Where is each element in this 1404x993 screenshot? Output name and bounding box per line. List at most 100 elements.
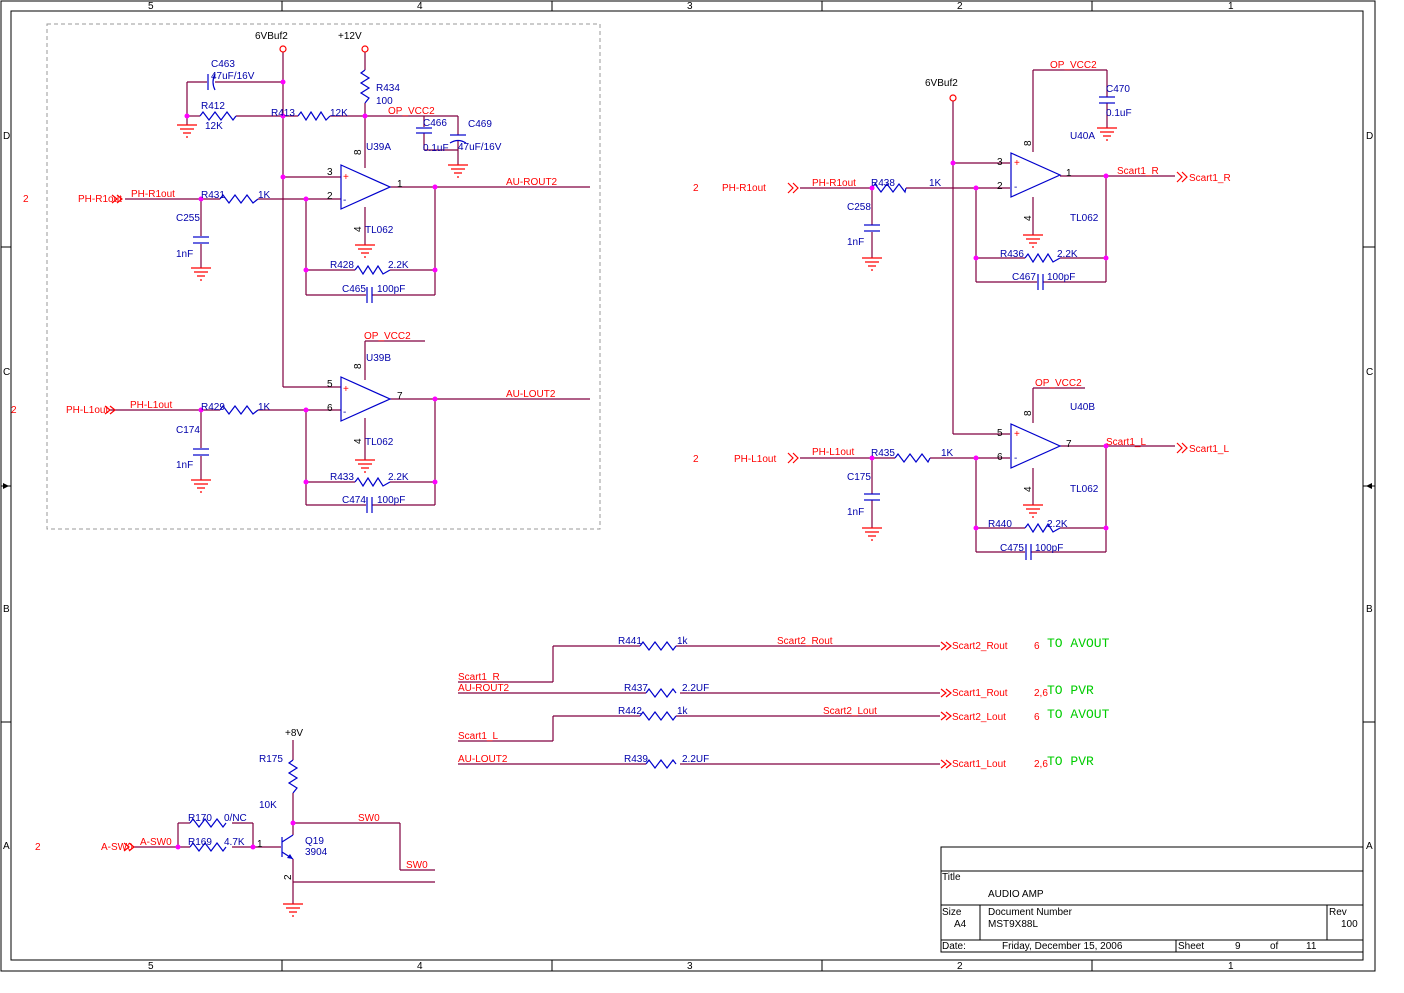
part-ref: U39A	[366, 142, 391, 153]
pin-number: 4	[353, 438, 364, 444]
sheet-total: 11	[1306, 941, 1317, 952]
sheet-ref: 6	[1034, 641, 1040, 652]
net-label: Scart1_R	[458, 672, 500, 683]
sheet-number: 9	[1235, 941, 1241, 952]
port-out-icon	[1176, 442, 1188, 454]
power-pin-icon	[361, 45, 369, 53]
svg-text:-: -	[1014, 453, 1017, 464]
part-ref: R435	[871, 448, 895, 459]
sheet-ref: 6	[1034, 712, 1040, 723]
net-label: PH-R1out	[131, 189, 175, 200]
net-label: Scart1_L	[1106, 437, 1146, 448]
part-ref: C255	[176, 213, 200, 224]
svg-text:+: +	[343, 172, 349, 183]
part-value: TL062	[365, 437, 394, 448]
note-label: TO AVOUT	[1047, 707, 1110, 722]
net-label: AU-ROUT2	[458, 683, 510, 694]
part-value: 2.2K	[1057, 249, 1078, 260]
part-ref: R175	[259, 754, 283, 765]
part-ref: R170	[188, 813, 212, 824]
rail-label: +8V	[285, 728, 303, 739]
part-value: 4.7K	[224, 837, 245, 848]
size-label: Size	[942, 907, 962, 918]
note-label: TO PVR	[1047, 754, 1094, 769]
part-ref: R413	[271, 108, 295, 119]
date-value: Friday, December 15, 2006	[1002, 941, 1123, 952]
part-value: 1k	[677, 706, 689, 717]
part-ref: R431	[201, 190, 225, 201]
part-value: 2.2UF	[682, 683, 709, 694]
resistors-right	[871, 183, 1061, 534]
port-label: PH-R1out	[722, 183, 766, 194]
part-ref: R437	[624, 683, 648, 694]
net-label: Scart1_L	[458, 731, 498, 742]
capacitors-left	[193, 73, 467, 513]
part-ref: C475	[1000, 543, 1024, 554]
part-value: 100pF	[1047, 272, 1075, 283]
part-ref: C463	[211, 59, 235, 70]
port-label: A-SW0	[101, 842, 133, 853]
part-value: 2.2K	[1047, 519, 1068, 530]
part-value: 47uF/16V	[211, 71, 255, 82]
port-label: Scart2_Rout	[952, 641, 1008, 652]
part-ref: C469	[468, 119, 492, 130]
pin-number: 2	[283, 874, 294, 880]
ground-symbols-right	[862, 127, 1117, 541]
border-col-label: 3	[687, 961, 693, 972]
ground-symbols-left	[177, 124, 468, 493]
border-col-label: 1	[1228, 961, 1234, 972]
sheet-ref: 2	[23, 194, 29, 205]
part-value: 1K	[929, 178, 942, 189]
sheet-border	[0, 0, 1376, 972]
border-row-label: A	[3, 841, 10, 852]
part-ref: C175	[847, 472, 871, 483]
size-value: A4	[954, 919, 967, 930]
u40-wiring	[800, 69, 1175, 553]
part-ref: R428	[330, 260, 354, 271]
rev-value: 100	[1341, 919, 1358, 930]
port-label: Scart1_L	[1189, 444, 1229, 455]
part-ref: C467	[1012, 272, 1036, 283]
rail-label: OP_VCC2	[1035, 378, 1082, 389]
pin-number: 2	[327, 191, 333, 202]
pin-number: 3	[997, 157, 1003, 168]
docnum-value: MST9X88L	[988, 919, 1038, 930]
border-row-label: D	[1366, 131, 1373, 142]
part-value: TL062	[365, 225, 394, 236]
net-label: A-SW0	[140, 837, 172, 848]
svg-text:+: +	[1014, 158, 1020, 169]
sheet-ref: 2	[693, 183, 699, 194]
border-row-label: C	[1366, 367, 1373, 378]
net-label: AU-ROUT2	[506, 177, 558, 188]
part-ref: R439	[624, 754, 648, 765]
part-value: 1K	[941, 448, 954, 459]
pin-number: 6	[997, 452, 1003, 463]
pin-number: 7	[397, 391, 403, 402]
border-row-label: D	[3, 131, 10, 142]
group-outline	[46, 23, 601, 530]
part-value: 10K	[259, 800, 277, 811]
pin-number: 1	[1066, 168, 1072, 179]
port-in-icon	[104, 405, 116, 415]
part-value: 3904	[305, 847, 328, 858]
port-in-icon	[787, 182, 799, 194]
title-block	[940, 846, 1364, 953]
rev-label: Rev	[1329, 907, 1347, 918]
part-ref: R438	[871, 178, 895, 189]
part-value: 100pF	[377, 495, 405, 506]
part-ref: C465	[342, 284, 366, 295]
border-row-label: A	[1366, 841, 1373, 852]
part-value: TL062	[1070, 213, 1099, 224]
part-value: 1K	[258, 190, 271, 201]
opamp-u40a: + -	[1010, 152, 1062, 198]
part-ref: U40A	[1070, 131, 1095, 142]
pin-number: 8	[353, 149, 364, 155]
rail-label: OP_VCC2	[1050, 60, 1097, 71]
part-value: 2.2UF	[682, 754, 709, 765]
part-value: 1nF	[847, 237, 864, 248]
svg-text:-: -	[1014, 182, 1017, 193]
part-ref: C474	[342, 495, 366, 506]
svg-text:-: -	[343, 407, 346, 418]
part-ref: U40B	[1070, 402, 1095, 413]
